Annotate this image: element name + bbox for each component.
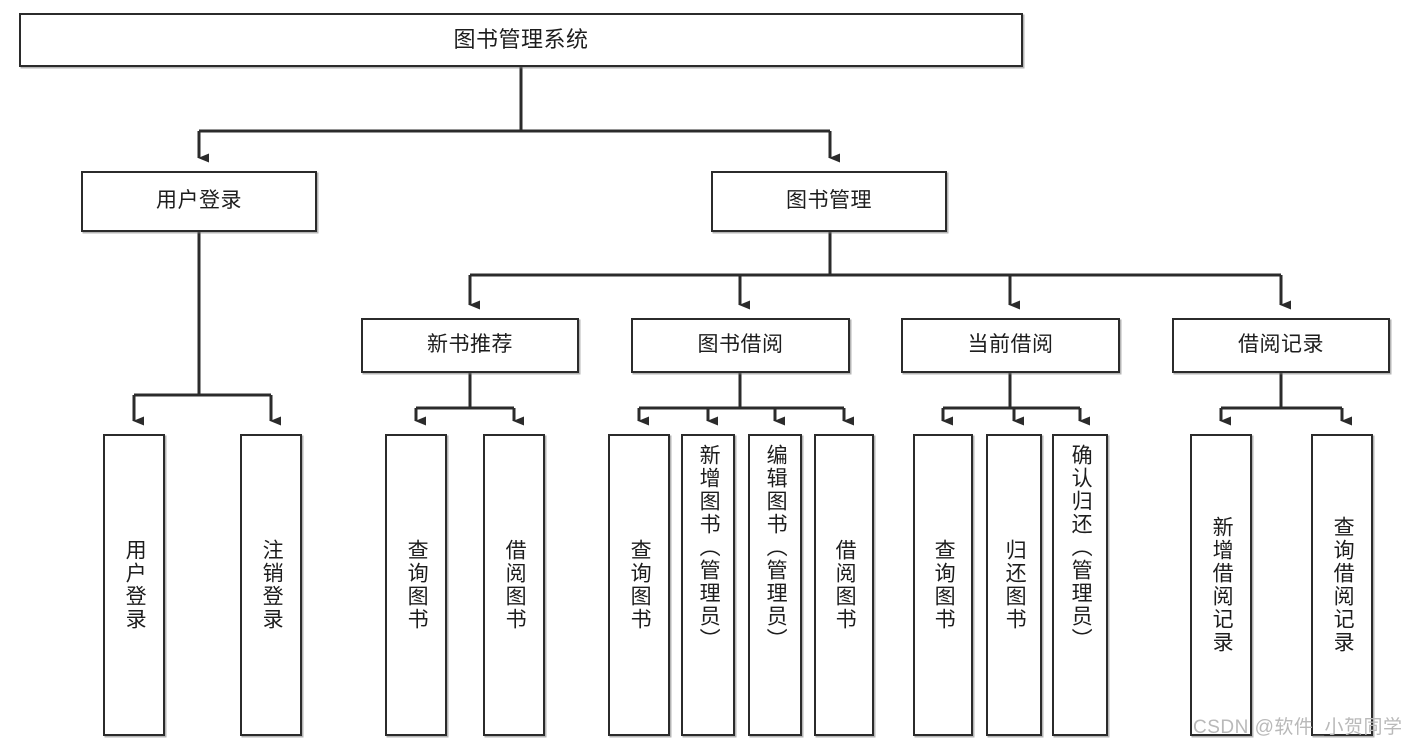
- node-label: 用户登录: [123, 539, 147, 631]
- node-label: 查询图书: [405, 539, 429, 631]
- leaf-edit-book-admin[interactable]: 编辑图书（管理员）: [748, 434, 802, 736]
- node-current-borrowing[interactable]: 当前借阅: [901, 318, 1120, 373]
- leaf-borrow-book-recommendation[interactable]: 借阅图书: [483, 434, 545, 736]
- node-borrowing-records[interactable]: 借阅记录: [1172, 318, 1390, 373]
- node-label: 借阅图书: [503, 539, 527, 631]
- leaf-borrow-book[interactable]: 借阅图书: [814, 434, 874, 736]
- node-label: 查询借阅记录: [1331, 516, 1355, 654]
- leaf-return-book[interactable]: 归还图书: [986, 434, 1042, 736]
- leaf-query-book-current[interactable]: 查询图书: [913, 434, 973, 736]
- node-label: 新增借阅记录: [1210, 516, 1234, 654]
- leaf-confirm-return-admin[interactable]: 确认归还（管理员）: [1052, 434, 1108, 736]
- node-label: 当前借阅: [967, 333, 1054, 357]
- node-label: 查询图书: [628, 539, 652, 631]
- leaf-user-login[interactable]: 用户登录: [103, 434, 165, 736]
- node-book-borrowing[interactable]: 图书借阅: [631, 318, 850, 373]
- node-label: 图书借阅: [697, 333, 784, 357]
- node-label: 编辑图书（管理员）: [764, 444, 788, 651]
- leaf-add-book-admin[interactable]: 新增图书（管理员）: [681, 434, 735, 736]
- node-label: 借阅记录: [1238, 333, 1324, 357]
- leaf-add-borrowing-record[interactable]: 新增借阅记录: [1190, 434, 1252, 736]
- node-book-management[interactable]: 图书管理: [711, 171, 947, 232]
- node-label: 新增图书（管理员）: [697, 444, 721, 651]
- leaf-query-borrowing-record[interactable]: 查询借阅记录: [1311, 434, 1373, 736]
- node-label: 用户登录: [156, 189, 242, 213]
- node-root-book-management-system[interactable]: 图书管理系统: [19, 13, 1023, 67]
- node-label: 注销登录: [260, 539, 284, 631]
- node-label: 借阅图书: [833, 539, 857, 631]
- node-label: 确认归还（管理员）: [1069, 444, 1093, 651]
- node-label: 图书管理系统: [453, 27, 589, 53]
- node-user-login[interactable]: 用户登录: [81, 171, 317, 232]
- node-label: 归还图书: [1003, 539, 1027, 631]
- node-new-book-recommendation[interactable]: 新书推荐: [361, 318, 579, 373]
- leaf-query-book-borrowing[interactable]: 查询图书: [608, 434, 670, 736]
- node-label: 新书推荐: [427, 333, 513, 357]
- csdn-watermark: CSDN @软件_小贺同学: [1193, 717, 1403, 738]
- node-label: 图书管理: [786, 189, 872, 213]
- leaf-query-book-recommendation[interactable]: 查询图书: [385, 434, 447, 736]
- leaf-logout[interactable]: 注销登录: [240, 434, 302, 736]
- node-label: 查询图书: [932, 539, 956, 631]
